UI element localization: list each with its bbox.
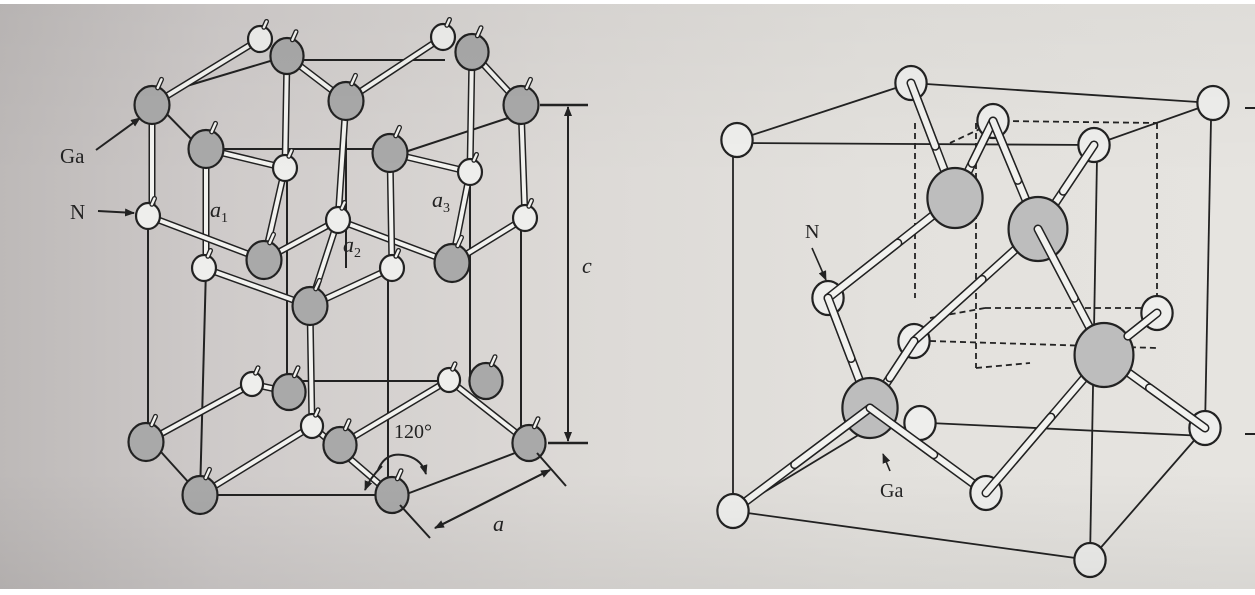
hidden-edge (1002, 120, 1158, 124)
zincblende-cell-edges (732, 82, 1214, 561)
n-label: N (70, 200, 85, 224)
hidden-edge (929, 340, 1158, 349)
cell-edge (1093, 102, 1214, 146)
cell-edge (1204, 119, 1212, 429)
a-label: a (493, 511, 504, 536)
nitrogen-atom (511, 203, 539, 233)
c-dimension-line (540, 103, 588, 445)
zb-n-label: N (805, 221, 819, 243)
wurtzite-gan-structure-diagram: Ga N a1 a2 a3 c a 120° N Ga (60, 16, 1255, 579)
hidden-edge (975, 362, 1031, 369)
nitrogen-atom (190, 253, 218, 283)
gallium-atom (291, 285, 329, 327)
page-edge-marks (1245, 107, 1255, 435)
a1-label: a1 (210, 197, 228, 226)
wurtzite-nitrogen-atoms (134, 16, 539, 440)
cell-edge (1089, 427, 1206, 561)
gallium-atom (127, 421, 165, 463)
gallium-atom (181, 474, 219, 516)
nitrogen-atom (299, 412, 325, 440)
cell-edge (929, 422, 1206, 437)
a2-label: a2 (343, 232, 361, 261)
n-arrow-icon (97, 208, 135, 217)
cell-edge (401, 117, 509, 154)
cell-edge (732, 510, 1091, 561)
cell-edge (199, 267, 207, 496)
nitrogen-atom (239, 370, 265, 398)
nitrogen-atom (720, 121, 754, 159)
gallium-atom (245, 239, 283, 281)
nitrogen-atom (246, 24, 274, 54)
gallium-atom (502, 84, 540, 126)
nitrogen-atom (378, 253, 406, 283)
angle-arc-icon (377, 453, 428, 475)
zb-n-arrow-icon (811, 247, 827, 281)
nitrogen-atom (1073, 541, 1107, 579)
angle-arc-arrow-icon (364, 465, 383, 491)
ga-arrow-icon (95, 117, 141, 151)
gallium-atom (433, 242, 471, 284)
cell-edge (739, 142, 1095, 146)
cell-edge (179, 55, 288, 89)
nitrogen-atom (716, 492, 750, 530)
cell-edge (736, 82, 912, 141)
gallium-atom (269, 36, 305, 76)
a3-label: a3 (432, 187, 450, 216)
gallium-atom (271, 372, 307, 412)
nitrogen-atom (324, 205, 352, 235)
cell-edge (910, 82, 1214, 104)
zb-ga-arrow-icon (882, 453, 891, 472)
gallium-atom (133, 84, 171, 126)
a-dimension-line (399, 452, 567, 539)
nitrogen-atom (1196, 84, 1230, 122)
gallium-atom (511, 423, 547, 463)
c-label: c (582, 253, 592, 278)
gallium-atom (327, 80, 365, 122)
hidden-edge (949, 127, 983, 144)
gallium-atom (468, 361, 504, 401)
nitrogen-atom (456, 157, 484, 187)
angle-120-label: 120° (394, 421, 432, 443)
zb-ga-label: Ga (880, 480, 903, 502)
gallium-atom (187, 128, 225, 170)
wurtzite-annotations: Ga N a1 a2 a3 c a 120° (60, 103, 592, 539)
ga-label: Ga (60, 144, 85, 168)
zincblende-gallium-atoms (790, 78, 1210, 498)
gallium-atom (371, 132, 409, 174)
nitrogen-atom (429, 22, 457, 52)
cell-edge (403, 452, 516, 496)
gallium-atom (1073, 321, 1135, 389)
gallium-atom (322, 425, 358, 465)
nitrogen-atom (436, 366, 462, 394)
textbook-page-photo: Ga N a1 a2 a3 c a 120° N Ga (0, 4, 1255, 589)
nitrogen-atom (271, 153, 299, 183)
wurtzite-gallium-atoms (127, 25, 547, 516)
zincblende-annotations: N Ga (805, 221, 903, 502)
gallium-atom (454, 32, 490, 72)
gallium-atom (926, 166, 984, 230)
nitrogen-atom (134, 201, 162, 231)
gallium-atom (374, 475, 410, 515)
